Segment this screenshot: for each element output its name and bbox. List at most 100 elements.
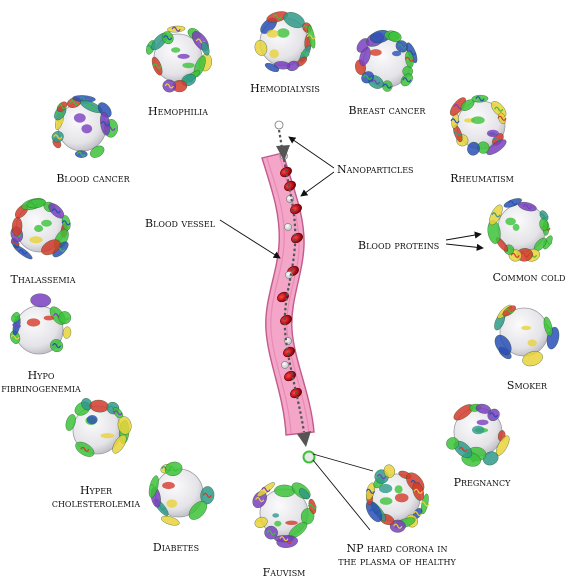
protein-blob — [100, 433, 115, 439]
protein-blob — [467, 141, 480, 156]
coated-nanoparticle — [302, 450, 316, 464]
nanoparticle — [285, 271, 293, 279]
protein-helix — [163, 35, 173, 41]
vessel-wall-inner — [278, 153, 310, 434]
protein-blob — [394, 485, 403, 494]
protein-blob — [446, 437, 459, 450]
protein-helix — [82, 401, 92, 407]
nanoparticle — [281, 361, 289, 369]
protein-blob — [274, 520, 282, 527]
protein-helix — [79, 96, 89, 102]
protein-helix — [510, 252, 520, 258]
callout-pointers — [219, 136, 484, 531]
protein-blob — [277, 28, 290, 38]
protein-helix — [402, 77, 412, 83]
protein-blob — [521, 325, 532, 331]
label-line: Hemophilia — [148, 105, 208, 118]
label-line: Hyper — [80, 484, 113, 497]
protein-helix — [377, 474, 387, 480]
protein-blob — [161, 515, 180, 526]
corona-rheumatism — [449, 94, 507, 156]
label-breast-cancer: Breast cancer — [349, 104, 427, 117]
protein-helix — [475, 96, 485, 102]
protein-helix — [202, 492, 212, 498]
protein-helix — [508, 200, 518, 206]
trajectory-arrowhead — [297, 431, 311, 447]
protein-blob — [298, 488, 310, 500]
protein-blob — [162, 481, 175, 490]
protein-helix — [149, 484, 159, 490]
protein-helix — [256, 519, 266, 525]
protein-blob — [539, 218, 549, 232]
protein-helix — [100, 121, 110, 127]
protein-blob — [177, 53, 190, 59]
nanoparticles-pointer — [300, 171, 335, 197]
protein-helix — [450, 118, 460, 124]
protein-blob — [201, 41, 210, 56]
protein-helix — [543, 323, 553, 330]
protein-blob — [81, 124, 93, 134]
protein-helix — [369, 508, 379, 514]
callout-blood-proteins: Blood proteins — [358, 239, 439, 252]
protein-helix — [266, 530, 276, 536]
label-smoker: Smoker — [507, 379, 548, 392]
protein-helix — [10, 240, 20, 246]
protein-helix — [489, 412, 499, 418]
protein-helix — [11, 314, 21, 320]
protein-blob — [378, 483, 393, 494]
protein-blob — [166, 499, 178, 508]
label-line: Smoker — [507, 379, 548, 392]
protein-helix — [413, 488, 423, 494]
protein-helix — [491, 212, 501, 218]
blood-vessel-group — [261, 120, 316, 464]
corona-hypercholesterolemia — [65, 398, 132, 457]
label-line: cholesterolemia — [52, 497, 141, 510]
protein-blob — [171, 47, 181, 53]
np-trajectory — [277, 129, 306, 433]
corona-common-cold — [487, 198, 553, 262]
corona-blood-cancer — [51, 95, 118, 158]
protein-blob — [117, 416, 132, 435]
corona-healthy — [365, 464, 430, 533]
zoom-line — [312, 453, 374, 472]
protein-blob — [272, 513, 280, 518]
protein-helix — [307, 503, 317, 509]
protein-helix — [18, 249, 28, 255]
protein-blob — [512, 223, 520, 231]
protein-blob — [264, 62, 280, 73]
protein-helix — [76, 151, 86, 157]
protein-blob — [379, 497, 393, 505]
corona-smoker — [494, 304, 560, 367]
protein-helix — [52, 343, 62, 349]
protein-blob — [43, 315, 55, 321]
protein-helix — [12, 322, 22, 329]
protein-blob — [505, 217, 516, 226]
nanoparticle-start — [274, 120, 284, 130]
protein-helix — [61, 220, 71, 226]
protein-helix — [497, 115, 507, 121]
protein-blob — [65, 414, 76, 431]
protein-helix — [113, 410, 123, 416]
protein-helix — [539, 213, 549, 219]
corona-breast-cancer — [355, 30, 418, 92]
protein-blob — [486, 139, 507, 155]
protein-helix — [55, 110, 65, 116]
protein-blob — [112, 434, 127, 454]
callout-blood-vessel: Blood vessel — [145, 217, 216, 230]
protein-blob — [486, 129, 499, 138]
label-line: Fauvism — [263, 566, 306, 579]
label-line: Diabetes — [153, 541, 199, 554]
protein-helix — [363, 74, 373, 80]
protein-blob — [26, 318, 41, 327]
protein-helix — [520, 252, 530, 258]
protein-helix — [261, 487, 271, 493]
protein-helix — [397, 43, 407, 49]
callout-nanoparticles: Nanoparticles — [337, 163, 414, 176]
protein-blob — [273, 61, 291, 70]
protein-helix — [152, 63, 162, 69]
protein-blob — [30, 293, 52, 308]
label-fauvism: Fauvism — [263, 566, 306, 579]
